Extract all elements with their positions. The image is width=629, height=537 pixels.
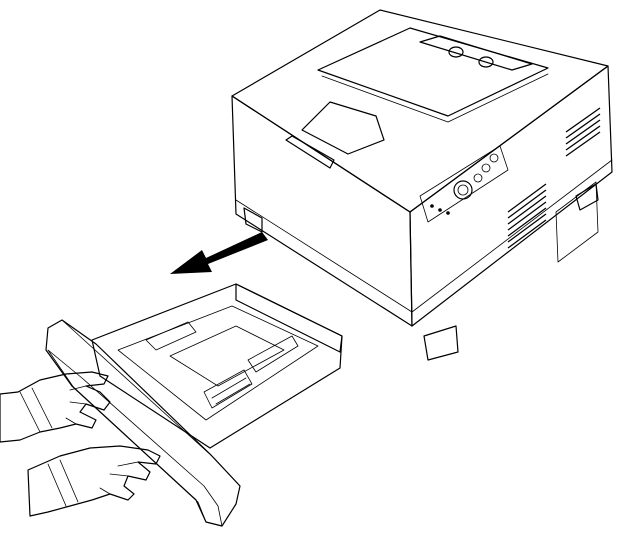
control-button-icon[interactable] xyxy=(481,163,491,173)
status-light xyxy=(446,211,450,215)
cassette-inner-floor xyxy=(117,305,319,421)
cassette-rear-wall xyxy=(235,283,343,353)
right-hand xyxy=(27,445,161,517)
printer-base-band xyxy=(235,159,613,313)
side-access-panel xyxy=(555,181,599,263)
control-button-icon[interactable] xyxy=(489,153,499,163)
control-button-icon[interactable] xyxy=(473,173,483,183)
cassette-tray-body xyxy=(91,283,343,449)
printer-right-side xyxy=(409,65,613,327)
cassette-end-guide[interactable] xyxy=(203,369,253,409)
cassette-front-panel-shade xyxy=(47,349,223,527)
front-cover-handle xyxy=(285,135,335,169)
control-button-icon[interactable] xyxy=(453,180,473,200)
printer-front-foot xyxy=(423,325,459,361)
cassette-lift-plate xyxy=(169,325,285,387)
printer-right-foot xyxy=(575,183,599,211)
status-light xyxy=(438,208,442,212)
cassette-paper-guide[interactable] xyxy=(145,321,197,351)
left-hand xyxy=(0,371,111,443)
side-vent-lower xyxy=(507,183,547,249)
status-light xyxy=(430,204,434,208)
control-button-icon[interactable] xyxy=(457,184,469,196)
exit-roller-left xyxy=(448,46,464,58)
printer xyxy=(231,9,613,361)
cassette-front-panel-edge xyxy=(61,319,241,487)
side-vent-upper xyxy=(565,107,601,157)
pull-direction-arrow-icon xyxy=(170,232,268,274)
cassette-front-panel[interactable] xyxy=(45,319,241,527)
exit-roller-right xyxy=(478,56,494,68)
cassette-paper-guide[interactable] xyxy=(247,335,299,373)
output-tray-inner-edge xyxy=(321,73,549,123)
paper-support-flap xyxy=(301,101,385,155)
cassette-guide-ribs xyxy=(211,377,251,405)
printer-top-surface xyxy=(231,9,609,213)
printer-front-face xyxy=(231,95,413,327)
paper-exit-slot xyxy=(419,35,533,71)
paper-cassette[interactable] xyxy=(45,283,343,527)
control-panel-outline xyxy=(419,145,509,223)
control-panel xyxy=(419,145,509,223)
output-tray-recess xyxy=(317,27,549,117)
